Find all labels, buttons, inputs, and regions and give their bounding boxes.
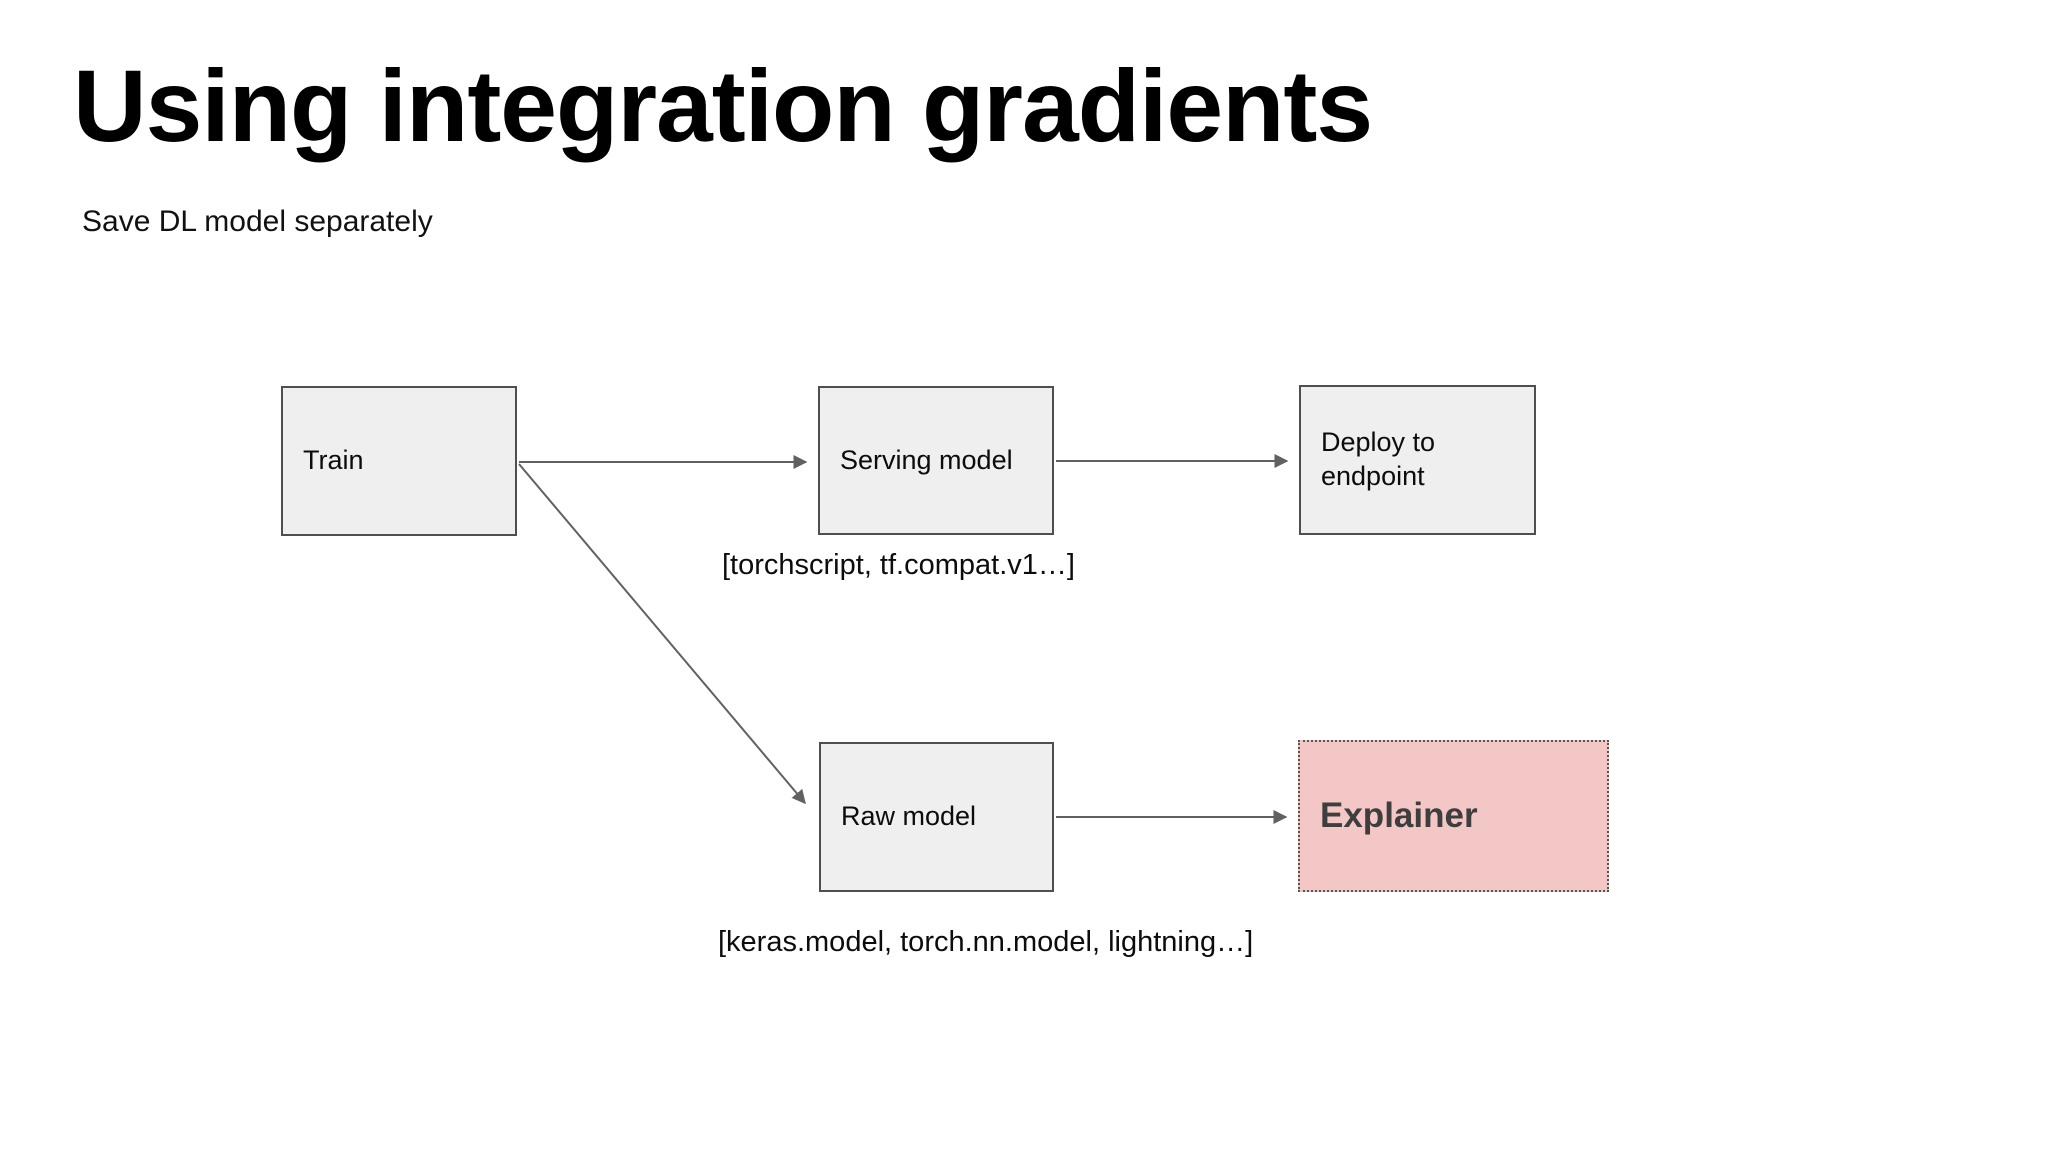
node-deploy-endpoint-label: Deploy to endpoint <box>1321 427 1436 491</box>
annotation-serving-formats: [torchscript, tf.compat.v1…] <box>722 549 1075 581</box>
diagram-node-deploy-endpoint: Deploy to endpoint <box>1299 385 1536 535</box>
node-serving-model-label: Serving model <box>840 444 1013 475</box>
annotation-raw-formats: [keras.model, torch.nn.model, lightning…… <box>718 926 1254 958</box>
node-explainer-label: Explainer <box>1320 796 1478 836</box>
diagram-node-serving-model: Serving model <box>818 386 1054 535</box>
node-raw-model-label: Raw model <box>841 801 977 832</box>
diagram-node-raw-model: Raw model <box>819 742 1054 892</box>
arrow-train-to-raw <box>518 463 806 805</box>
diagram-node-explainer: Explainer <box>1298 740 1609 892</box>
slide-title: Using integration gradients <box>73 49 1373 163</box>
node-train-label: Train <box>303 445 364 476</box>
slide-subtitle: Save DL model separately <box>82 205 433 238</box>
diagram-node-train: Train <box>281 386 517 536</box>
